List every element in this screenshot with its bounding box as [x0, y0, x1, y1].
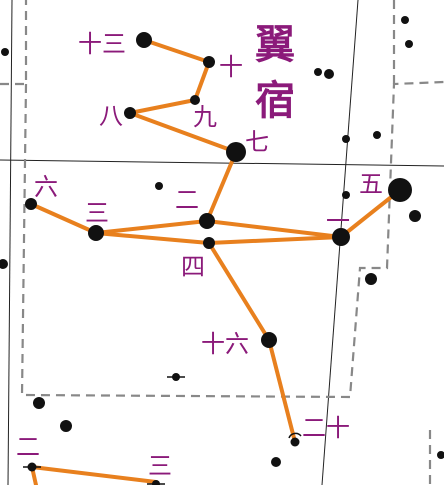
bg-star — [271, 457, 281, 467]
label-star-3: 三 — [85, 199, 109, 227]
bg-star — [0, 259, 8, 269]
bg-star — [405, 40, 413, 48]
bg-star — [409, 210, 421, 222]
label-star-10: 十 — [219, 53, 243, 81]
mansion-title: 翼宿 — [255, 22, 295, 124]
line-2-1 — [205, 219, 343, 239]
grid-line-horizontal — [0, 159, 444, 167]
bg-star — [342, 191, 350, 199]
star-20-ring — [288, 432, 302, 439]
label-star-5: 五 — [359, 170, 383, 198]
bg-star — [33, 397, 45, 409]
label-star-9: 九 — [193, 103, 217, 131]
line-lower-left — [30, 465, 158, 484]
line-6-3 — [29, 202, 98, 235]
line-3-2 — [94, 219, 209, 235]
bg-star — [342, 135, 350, 143]
line-7-2 — [205, 150, 238, 223]
line-16-20 — [267, 338, 297, 444]
bg-star — [1, 48, 9, 56]
line-4-1 — [207, 235, 343, 245]
line-1-5 — [339, 188, 402, 239]
label-star-13: 十三 — [78, 30, 126, 58]
star-8 — [124, 107, 136, 119]
star-marks — [23, 339, 302, 485]
label-star-2: 二 — [175, 186, 199, 214]
label-star-1: 一 — [326, 207, 350, 235]
line-13-10 — [142, 38, 211, 64]
star-9 — [190, 95, 200, 105]
mansion-title-char: 翼 — [255, 22, 295, 68]
bg-star — [373, 131, 381, 139]
constellation-lines — [29, 38, 402, 485]
bg-star — [60, 420, 72, 432]
star-2 — [199, 213, 215, 229]
star-4 — [203, 237, 215, 249]
star-13 — [136, 32, 152, 48]
bg-star — [437, 451, 444, 459]
bg-star — [314, 68, 322, 76]
grid-line-vertical-left — [7, 0, 13, 485]
label-star-6: 六 — [34, 173, 58, 201]
star-5 — [388, 178, 412, 202]
bg-star — [365, 273, 377, 285]
stars — [0, 16, 444, 485]
line-10-9 — [193, 60, 211, 102]
label-star-4: 四 — [181, 253, 205, 281]
boundary-left — [0, 0, 28, 86]
star-7 — [226, 142, 246, 162]
star-10 — [203, 56, 215, 68]
line-8-7 — [128, 111, 238, 154]
label-lower-mid: 三 — [148, 452, 172, 480]
label-star-20: 二十 — [302, 414, 350, 442]
star-1 — [332, 228, 350, 246]
star-6 — [25, 198, 37, 210]
line-4-16 — [207, 241, 271, 342]
label-star-7: 七 — [245, 128, 269, 156]
line-3-4 — [94, 231, 211, 245]
star-labels: 十三 十 九 八 七 六 三 二 四 一 五 十六 二十 二 三 — [16, 30, 383, 480]
bg-star — [155, 182, 163, 190]
mansion-title-char: 宿 — [255, 78, 295, 124]
label-lower-left: 二 — [16, 433, 40, 461]
label-star-8: 八 — [99, 102, 123, 130]
bg-star — [401, 16, 409, 24]
bg-star — [324, 69, 334, 79]
star-20 — [290, 437, 300, 447]
label-star-16: 十六 — [201, 330, 249, 358]
line-9-8 — [128, 98, 197, 115]
star-3 — [88, 225, 104, 241]
